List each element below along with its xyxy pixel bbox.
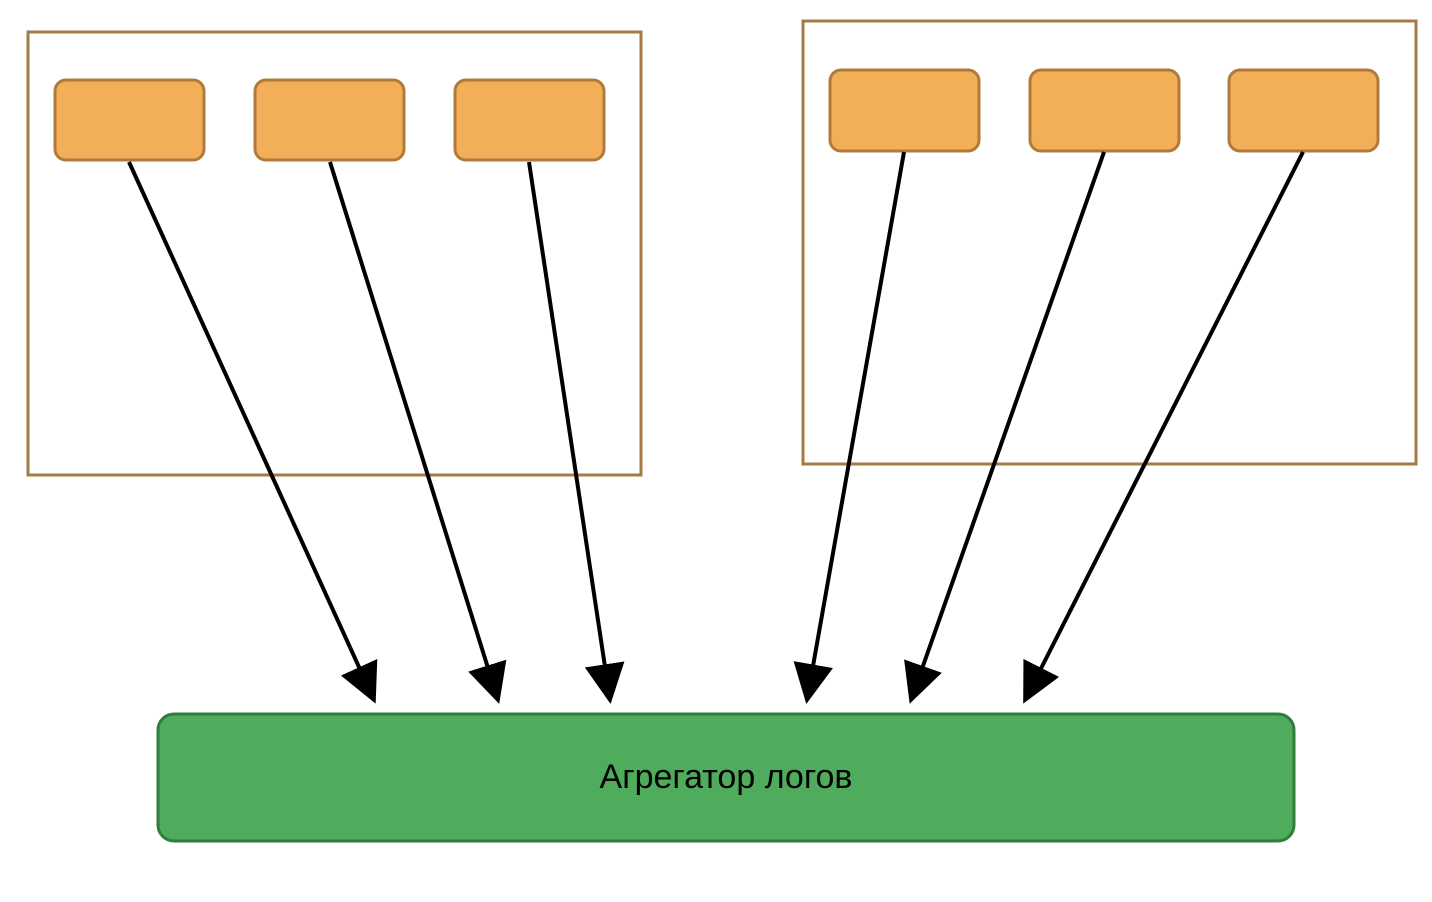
arrow-right-3 (1023, 151, 1305, 704)
arrow-right-2 (904, 151, 1106, 704)
host-box-right (801, 19, 1418, 466)
service-box-left-1 (53, 78, 206, 162)
arrow-right-1 (793, 151, 906, 704)
service-box-left-2 (253, 78, 406, 162)
arrow-left-2 (328, 161, 507, 704)
host-box-left (26, 30, 643, 477)
log-aggregator-box (156, 712, 1296, 843)
arrow-left-3 (527, 161, 625, 704)
service-box-left-3 (453, 78, 606, 162)
arrow-left-1 (127, 161, 378, 704)
service-box-right-3 (1227, 68, 1380, 153)
service-box-right-1 (828, 68, 981, 153)
service-box-right-2 (1028, 68, 1181, 153)
